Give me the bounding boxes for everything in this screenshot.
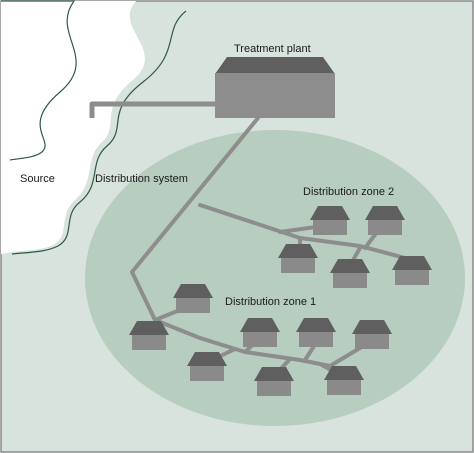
main-pipe [130, 116, 332, 368]
distribution-zone-2-label: Distribution zone 2 [303, 186, 394, 198]
distribution-system-label: Distribution system [95, 173, 188, 185]
river-bank-right [11, 10, 187, 255]
river-bank-left [1, 0, 77, 161]
intake-pipe [89, 101, 218, 118]
house [324, 366, 364, 395]
house [310, 206, 350, 235]
distribution-system-area [85, 130, 465, 426]
house [365, 206, 405, 235]
house [392, 256, 432, 285]
house [129, 321, 169, 350]
zone-1-houses [129, 284, 392, 396]
treatment-plant-body [215, 73, 335, 118]
treatment-plant [215, 57, 335, 118]
house [278, 244, 318, 273]
house [330, 259, 370, 288]
zone-2-main-pipe [198, 203, 407, 260]
zone-2-houses [278, 206, 432, 288]
source-label: Source [20, 173, 55, 185]
distribution-zone-1-label: Distribution zone 1 [225, 296, 316, 308]
treatment-plant-label: Treatment plant [234, 43, 311, 55]
house [254, 367, 294, 396]
house [240, 318, 280, 347]
house [173, 284, 213, 313]
river-source [1, 1, 145, 254]
house [187, 352, 227, 381]
treatment-plant-roof [215, 57, 335, 74]
house [296, 318, 336, 347]
house [352, 320, 392, 349]
